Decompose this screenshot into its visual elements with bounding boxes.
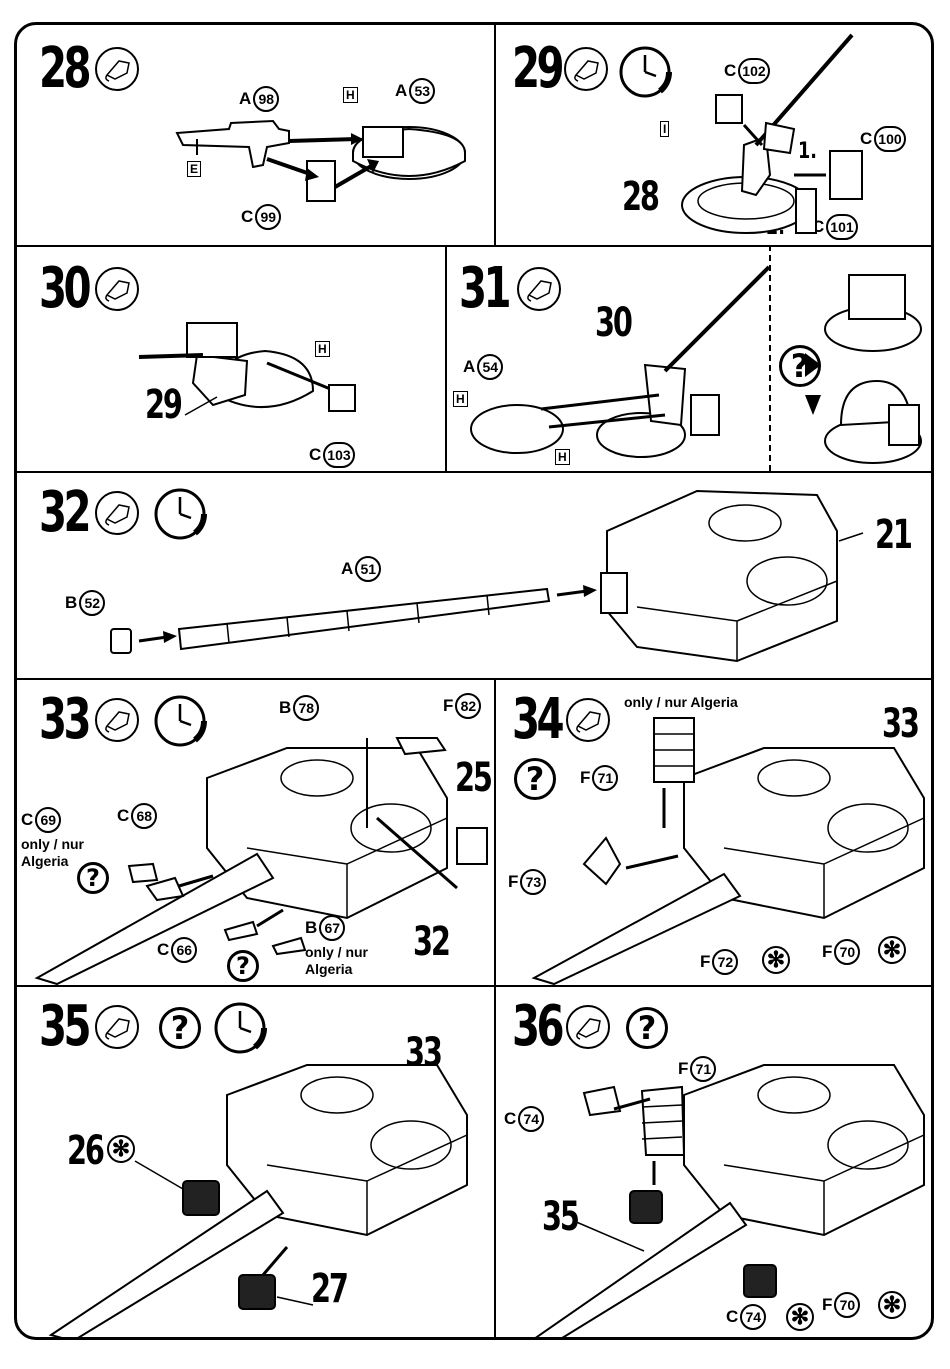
assembly-illustration <box>17 25 494 245</box>
option-illustration <box>769 245 934 471</box>
assembly-illustration <box>17 245 445 471</box>
assembly-illustration <box>494 985 934 1340</box>
assembly-illustration <box>17 985 494 1340</box>
step-31-options-panel: ? <box>769 245 934 471</box>
assembly-illustration <box>17 471 934 678</box>
assembly-illustration <box>17 678 494 985</box>
assembly-illustration <box>494 25 934 245</box>
assembly-illustration <box>494 678 934 985</box>
assembly-illustration <box>445 245 769 471</box>
step-35-panel: 35 ? 33 26 ✻ 27 <box>17 985 494 1340</box>
